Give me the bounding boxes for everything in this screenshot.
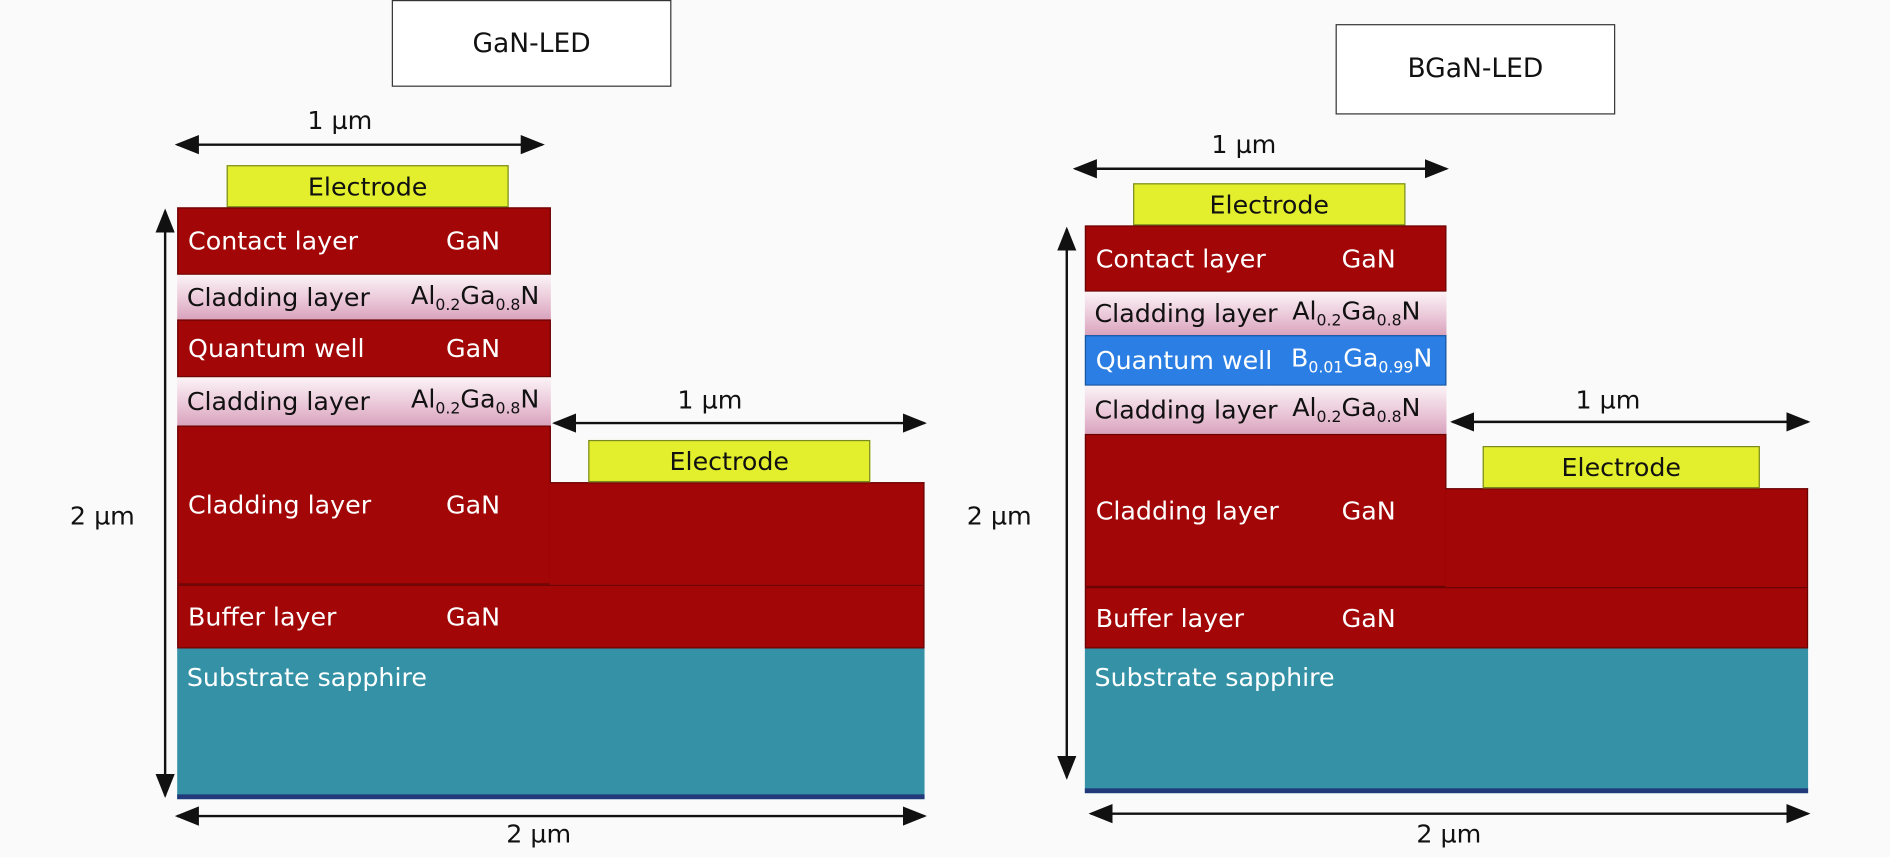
- formula-part: GaN: [445, 333, 501, 363]
- formula-part: GaN: [445, 490, 501, 520]
- formula-part: Ga: [460, 280, 496, 310]
- layer-material: Al0.2Ga0.8N: [411, 280, 539, 314]
- layer-material: GaN: [1342, 244, 1396, 273]
- diagram-title: GaN-LED: [391, 0, 672, 87]
- formula-part: Ga: [1341, 296, 1377, 326]
- layer-material: GaN: [1342, 603, 1396, 632]
- layer-buffer-layer: Buffer layer GaN: [1084, 587, 1809, 649]
- layer-cladding-layer: Cladding layer GaN: [1084, 433, 1447, 588]
- layer-buffer-layer: Buffer layer GaN: [177, 584, 925, 649]
- layer-contact-layer: Contact layer GaN: [177, 207, 551, 275]
- formula-part: Al: [1292, 296, 1317, 326]
- layer-material: GaN: [446, 227, 500, 256]
- formula-part: N: [520, 280, 540, 310]
- formula-part: Al: [411, 280, 436, 310]
- formula-part: B: [1290, 343, 1309, 373]
- formula-part: N: [520, 384, 540, 414]
- subscript: 0.99: [1378, 359, 1414, 378]
- formula-part: GaN: [445, 226, 501, 256]
- layer-substrate-sapphire: Substrate sapphire: [177, 648, 925, 800]
- formula-part: Ga: [1341, 392, 1377, 422]
- mesa-width-label: 1 µm: [677, 385, 743, 415]
- formula-part: N: [1401, 392, 1421, 422]
- top-width-label: 1 µm: [1211, 130, 1277, 160]
- layer-label: Substrate sapphire: [1094, 662, 1335, 692]
- formula-part: Ga: [460, 384, 496, 414]
- layer-label: Quantum well: [188, 333, 365, 363]
- subscript: 0.8: [495, 400, 521, 419]
- layer-quantum-well: Quantum well B0.01Ga0.99N: [1084, 335, 1447, 386]
- top-electrode: Electrode: [1133, 183, 1406, 226]
- side-electrode: Electrode: [588, 439, 871, 483]
- subscript: 0.2: [435, 295, 461, 315]
- subscript: 0.8: [1376, 408, 1402, 427]
- layer-label: Cladding layer: [186, 282, 370, 312]
- layer-contact-layer: Contact layer GaN: [1084, 225, 1447, 292]
- subscript: 0.8: [1376, 312, 1402, 331]
- layer-material: GaN: [1342, 496, 1396, 525]
- formula-part: GaN: [1341, 244, 1396, 274]
- layer-cladding-layer: Cladding layer Al0.2Ga0.8N: [177, 377, 551, 426]
- subscript: 0.8: [495, 295, 521, 315]
- formula-part: GaN: [1341, 603, 1396, 633]
- layer-label: Buffer layer: [188, 602, 337, 632]
- layer-label: Substrate sapphire: [186, 662, 427, 692]
- formula-part: N: [1413, 343, 1433, 373]
- base-width-label: 2 µm: [1416, 819, 1482, 849]
- subscript: 0.2: [1316, 312, 1342, 331]
- layer-quantum-well: Quantum well GaN: [177, 319, 551, 378]
- formula-part: Al: [1292, 392, 1317, 422]
- layer-label: Contact layer: [188, 226, 359, 256]
- formula-part: GaN: [1341, 496, 1396, 525]
- height-label: 2 µm: [966, 501, 1032, 531]
- layer-material: Al0.2Ga0.8N: [411, 385, 539, 419]
- layer-label: Buffer layer: [1095, 603, 1245, 633]
- layer-label: Cladding layer: [186, 386, 370, 416]
- layer-label: Cladding layer: [1094, 298, 1278, 328]
- layer-material: Al0.2Ga0.8N: [1292, 393, 1420, 427]
- layer-cladding-layer: Cladding layer Al0.2Ga0.8N: [177, 274, 551, 320]
- layer-material: GaN: [446, 491, 500, 520]
- layer-substrate-sapphire: Substrate sapphire: [1084, 648, 1809, 794]
- subscript: 0.2: [435, 400, 461, 419]
- cladding-layer-mesa: [1445, 488, 1809, 588]
- formula-part: Ga: [1343, 343, 1379, 373]
- layer-label: Cladding layer: [188, 490, 372, 520]
- layer-material: B0.01Ga0.99N: [1291, 344, 1432, 378]
- cladding-layer-mesa: [549, 482, 925, 585]
- layer-cladding-layer: Cladding layer Al0.2Ga0.8N: [1084, 385, 1447, 434]
- layer-label: Contact layer: [1095, 244, 1266, 274]
- mesa-width-label: 1 µm: [1575, 385, 1641, 415]
- layer-cladding-layer: Cladding layer GaN: [177, 425, 551, 585]
- layer-cladding-layer: Cladding layer Al0.2Ga0.8N: [1084, 291, 1447, 336]
- top-width-label: 1 µm: [307, 106, 373, 136]
- diagram-title: BGaN-LED: [1335, 24, 1616, 115]
- layer-material: Al0.2Ga0.8N: [1292, 297, 1420, 331]
- side-electrode: Electrode: [1482, 445, 1760, 489]
- layer-material: GaN: [446, 602, 500, 631]
- formula-part: N: [1401, 296, 1421, 326]
- layer-material: GaN: [446, 334, 500, 363]
- height-label: 2 µm: [69, 501, 135, 531]
- formula-part: GaN: [445, 602, 501, 632]
- subscript: 0.01: [1308, 359, 1344, 378]
- layer-label: Cladding layer: [1094, 395, 1278, 425]
- layer-label: Quantum well: [1095, 345, 1273, 375]
- layer-label: Cladding layer: [1095, 496, 1279, 525]
- formula-part: Al: [411, 384, 436, 414]
- subscript: 0.2: [1316, 408, 1342, 427]
- top-electrode: Electrode: [226, 165, 509, 208]
